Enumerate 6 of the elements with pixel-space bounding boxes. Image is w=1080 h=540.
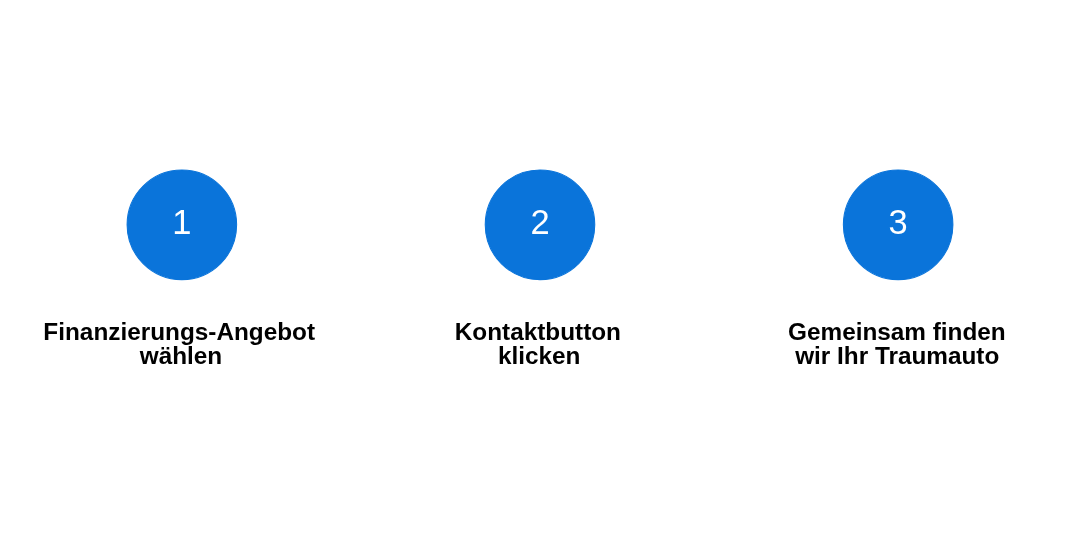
node-label: Finanzierungs-Angebot wählen xyxy=(43,317,316,369)
node-circle: 1 xyxy=(126,169,238,280)
node-circle: 2 xyxy=(484,169,596,280)
node-circle: 3 xyxy=(842,169,954,280)
node-label: Gemeinsam finden wir Ihr Traumauto xyxy=(788,317,1006,369)
node-label: Kontaktbutton klicken xyxy=(454,317,621,369)
